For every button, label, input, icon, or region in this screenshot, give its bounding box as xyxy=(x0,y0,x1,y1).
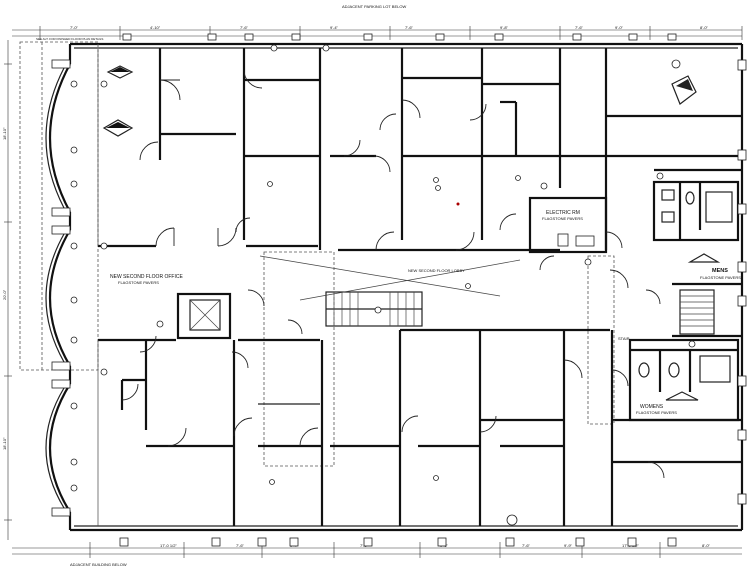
right-stair xyxy=(672,282,742,338)
bottom-column-tags xyxy=(119,537,677,547)
left-column-tags xyxy=(70,80,108,492)
elevator xyxy=(176,292,232,340)
top-dim-1: 7'-0" xyxy=(70,25,79,30)
compass-icon xyxy=(671,59,697,105)
top-dimension-string: 7'-0" 4'-10" 7'-6" 9'-4" 7'-6" 9'-8" 7'-… xyxy=(12,25,743,40)
electric-room-sub: FLAGSTONE PAVERS xyxy=(542,216,583,221)
room-tags xyxy=(156,44,696,526)
left-note: SEE ALT. FOR FINISHED FLOOR PLAN DETAILS xyxy=(36,37,103,41)
right-column-tags xyxy=(737,59,747,505)
womens-sub: FLAGSTONE PAVERS xyxy=(636,410,677,415)
top-note: ADJACENT PARKING LOT BELOW xyxy=(342,4,406,9)
bottom-dim-9: 8'-0" xyxy=(702,543,711,548)
top-dim-6: 9'-8" xyxy=(500,25,509,30)
upper-office-walls xyxy=(97,48,742,252)
top-dim-4: 9'-4" xyxy=(330,25,339,30)
north-arrow-icon xyxy=(102,65,134,137)
doors xyxy=(121,69,665,479)
office-title: NEW SECOND FLOOR OFFICE xyxy=(110,274,183,280)
electric-room-label: ELECTRIC RM xyxy=(546,210,580,216)
exterior-walls xyxy=(68,42,744,532)
bottom-dim-6: 7'-6" xyxy=(522,543,531,548)
bottom-dim-7: 9'-9" xyxy=(564,543,573,548)
left-dim-3: 18'-10" xyxy=(2,437,7,450)
top-dim-8: 9'-0" xyxy=(615,25,624,30)
bay-windows xyxy=(45,59,71,517)
mens-label: MENS xyxy=(712,268,728,274)
stair-label: STAIR xyxy=(618,336,630,341)
mens-sub: FLAGSTONE PAVERS xyxy=(700,275,741,280)
top-dim-5: 7'-6" xyxy=(405,25,414,30)
bottom-note: ADJACENT BUILDING BELOW xyxy=(70,562,127,567)
top-dim-3: 7'-6" xyxy=(240,25,249,30)
electric-room xyxy=(528,196,608,254)
bottom-dim-1: 17'-0 1/2" xyxy=(160,543,177,548)
office-sub: FLAGSTONE PAVERS xyxy=(118,280,159,285)
left-dim-2: 20'-0" xyxy=(2,289,7,300)
lower-office-walls xyxy=(97,328,742,526)
left-dimension-string: 18'-10" 20'-0" 18'-10" xyxy=(2,40,12,540)
mens-restroom xyxy=(652,168,742,263)
womens-label: WOMENS xyxy=(640,404,664,410)
left-dim-1: 18'-10" xyxy=(2,127,7,140)
top-column-tags xyxy=(122,33,677,41)
bottom-dim-2: 7'-6" xyxy=(236,543,245,548)
lobby-label: NEW SECOND FLOOR LOBBY xyxy=(408,268,465,273)
top-dim-2: 4'-10" xyxy=(150,25,161,30)
top-dim-7: 7'-6" xyxy=(575,25,584,30)
center-stair xyxy=(325,291,423,327)
top-dim-9: 8'-0" xyxy=(700,25,709,30)
womens-restroom xyxy=(612,338,742,422)
lobby-guides xyxy=(259,251,615,467)
